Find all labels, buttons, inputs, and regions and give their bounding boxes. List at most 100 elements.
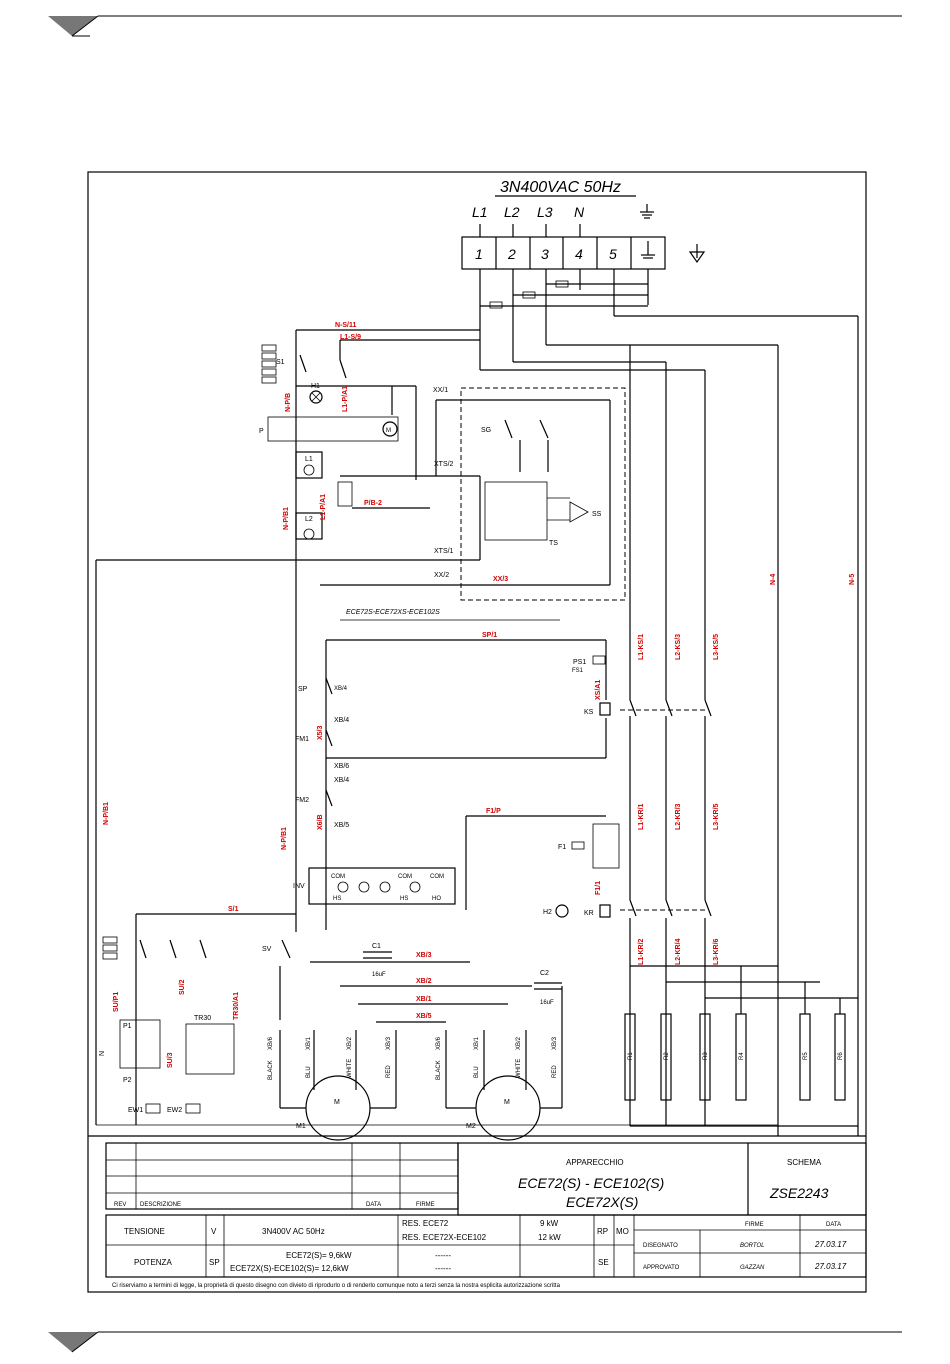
wire-n-p-b1: N-P/B1	[283, 507, 290, 530]
earth-icon	[640, 204, 654, 219]
svg-text:SE: SE	[598, 1258, 609, 1267]
wire-x6b: X6/B	[317, 814, 324, 830]
svg-text:L1: L1	[305, 456, 313, 463]
wire-l3-kr6: L3-KR/6	[713, 938, 720, 965]
motor-m-icon	[382, 421, 398, 437]
svg-text:S1: S1	[276, 359, 285, 366]
wire-f1-p: F1/P	[486, 808, 501, 815]
wire-xts1: XTS/1	[434, 548, 454, 555]
svg-text:SP: SP	[209, 1258, 220, 1267]
wire-xx1: XX/1	[433, 387, 448, 394]
svg-text:9 kW: 9 kW	[540, 1219, 559, 1228]
label-f1: F1	[558, 844, 566, 851]
heater-r2: R2	[660, 1013, 672, 1101]
label-fm1: FM1	[295, 736, 309, 743]
label-sp: SP	[298, 686, 308, 693]
heater-r1: R1	[624, 1013, 636, 1101]
phase-n: N	[574, 204, 585, 220]
legal-notice: Ci riserviamo a termini di legge, la pro…	[112, 1283, 561, 1289]
svg-text:L2: L2	[305, 516, 313, 523]
ss-sensor-icon	[569, 501, 589, 523]
svg-text:ECE72(S)= 9,6kW: ECE72(S)= 9,6kW	[286, 1251, 352, 1260]
label-ew1: EW1	[128, 1107, 143, 1114]
phase-l2: L2	[504, 204, 520, 220]
wire-su-3: SU/3	[167, 1052, 174, 1068]
wire-n-4: N-4	[770, 574, 777, 585]
tr30-timer	[185, 1023, 235, 1075]
label-h2: H2	[543, 909, 552, 916]
ground-terminal-icon	[641, 241, 655, 259]
svg-text:M2: M2	[466, 1123, 476, 1130]
kr-coil	[599, 904, 611, 918]
svg-text:RP: RP	[597, 1227, 608, 1236]
svg-text:REV: REV	[114, 1202, 126, 1208]
svg-text:DATA: DATA	[826, 1222, 841, 1228]
wire-l1-ks1: L1-KS/1	[638, 634, 645, 660]
svg-text:RES. ECE72X-ECE102: RES. ECE72X-ECE102	[402, 1233, 487, 1242]
wire-xb3: XB/3	[416, 952, 432, 959]
svg-text:27.03.17: 27.03.17	[814, 1240, 847, 1249]
motor-m1: M M1	[279, 1030, 397, 1141]
p-switch-box	[119, 1019, 161, 1069]
l2-element: L2	[295, 512, 323, 540]
svg-text:COM: COM	[331, 874, 345, 880]
m1-white: WHITE	[347, 1059, 353, 1078]
f1-fuse	[592, 823, 620, 869]
wire-l1-kr2: L1-KR/2	[638, 938, 645, 965]
svg-text:R1: R1	[628, 1052, 634, 1060]
phase-l3: L3	[537, 204, 553, 220]
svg-text:R4: R4	[739, 1052, 745, 1060]
wire-xb2: XB/2	[416, 978, 432, 985]
svg-text:DESCRIZIONE: DESCRIZIONE	[140, 1202, 181, 1208]
svg-text:H1: H1	[311, 383, 320, 390]
scheme-label: SCHEMA	[787, 1158, 822, 1167]
svg-text:R2: R2	[664, 1052, 670, 1060]
equipotential-icon	[688, 244, 706, 264]
svg-text:MO: MO	[616, 1227, 629, 1236]
svg-text:M: M	[504, 1099, 510, 1106]
terminal-3: 3	[541, 246, 549, 262]
scheme-code: ZSE2243	[769, 1185, 829, 1201]
c2-value: 16uF	[540, 1000, 554, 1006]
svg-text:COM: COM	[430, 874, 444, 880]
wire-su-2: SU/2	[179, 979, 186, 995]
svg-text:BORTOL: BORTOL	[740, 1243, 764, 1249]
svg-text:DATA: DATA	[366, 1202, 381, 1208]
ks-coil	[599, 702, 611, 716]
wire-l1-kr1: L1-KR/1	[638, 803, 645, 830]
title-block: REV DESCRIZIONE DATA FIRME APPARECCHIO E…	[105, 1142, 867, 1289]
m2-white: WHITE	[516, 1059, 522, 1078]
label-p: P	[259, 428, 264, 435]
wire-xb4-sp: XB/4	[334, 686, 348, 692]
wire-xx2: XX/2	[434, 572, 449, 579]
svg-text:12 kW: 12 kW	[538, 1233, 561, 1242]
h1-lamp-icon: H1	[309, 383, 323, 404]
heater-r3: R3	[699, 1013, 711, 1101]
m2-red: RED	[552, 1065, 558, 1078]
label-c2: C2	[540, 970, 549, 977]
su-switch-block	[102, 936, 207, 960]
ts-thermostat	[484, 481, 548, 541]
label-p2: P2	[123, 1077, 132, 1084]
wire-tr30-a1: TR30/A1	[233, 992, 240, 1020]
svg-text:M1: M1	[296, 1123, 306, 1130]
supply-title: 3N400VAC 50Hz	[500, 179, 621, 196]
wire-f1-1: F1/1	[595, 881, 602, 895]
wire-n-p-b: N-P/B	[285, 393, 292, 412]
svg-text:M: M	[386, 428, 391, 434]
inverter-box	[308, 867, 456, 905]
appliance-label: APPARECCHIO	[566, 1158, 624, 1167]
wire-xb5: XB/5	[334, 822, 349, 829]
svg-text:R3: R3	[703, 1052, 709, 1060]
m1-red: RED	[386, 1065, 392, 1078]
label-ew2: EW2	[167, 1107, 182, 1114]
svg-text:GAZZAN: GAZZAN	[740, 1265, 765, 1271]
svg-text:DISEGNATO: DISEGNATO	[643, 1243, 678, 1249]
wire-n-5: N-5	[849, 574, 856, 585]
wire-xb5: XB/5	[416, 1013, 432, 1020]
wire-sp1: SP/1	[482, 632, 497, 639]
variant-label: ECE72S-ECE72XS-ECE102S	[346, 609, 440, 616]
l1-element: L1	[295, 451, 323, 479]
wire-xb6: XB/6	[334, 763, 349, 770]
